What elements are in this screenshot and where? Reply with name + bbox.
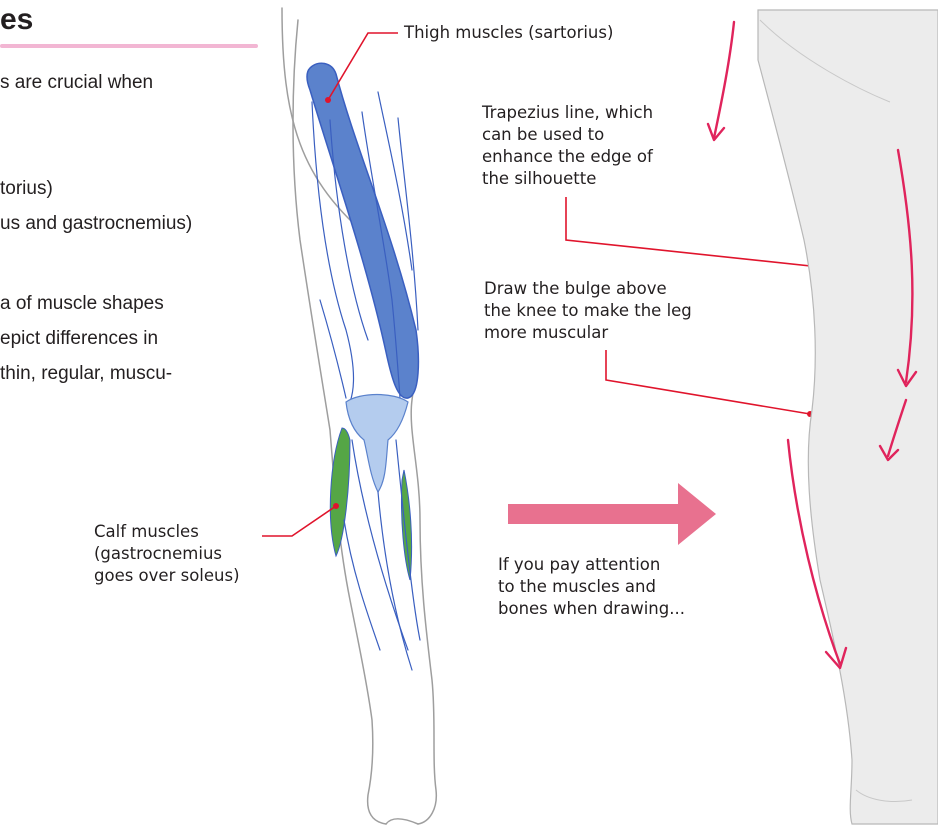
foot-outline: [386, 819, 418, 824]
bulge-leader: [606, 350, 810, 414]
trapezius-line-label: Trapezius line, which can be used to enh…: [482, 102, 653, 190]
silhouette-leg: [758, 10, 938, 824]
calf-leader-dot: [333, 503, 339, 509]
calf-leader: [262, 506, 336, 536]
calf-muscle-right: [401, 470, 411, 580]
thigh-leader-dot: [325, 97, 331, 103]
calf-muscles-label: Calf muscles (gastrocnemius goes over so…: [94, 521, 240, 587]
transition-arrow: [508, 483, 716, 545]
contour-arrow-hip: [714, 22, 734, 138]
thigh-muscles-label: Thigh muscles (sartorius): [404, 22, 613, 44]
attention-label: If you pay attention to the muscles and …: [498, 554, 685, 620]
knee-bulge-label: Draw the bulge above the knee to make th…: [484, 278, 692, 344]
knee-cap: [346, 395, 408, 493]
